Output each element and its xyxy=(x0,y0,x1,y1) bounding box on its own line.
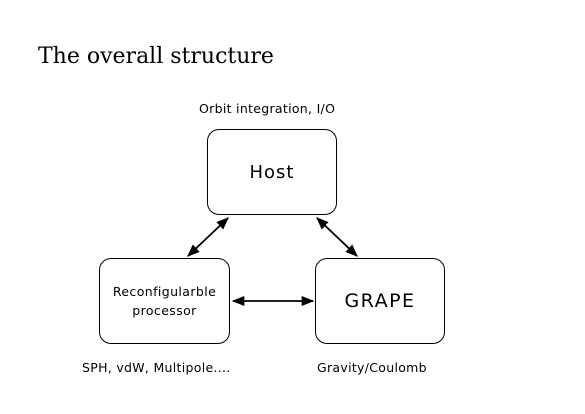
grape-node: GRAPE xyxy=(315,258,445,344)
grape-label: GRAPE xyxy=(344,290,416,312)
reconfigurable-processor-label: Reconfigularble processor xyxy=(112,284,217,318)
slide-title: The overall structure xyxy=(38,44,274,69)
arrow-host-reconfigurable xyxy=(187,217,229,257)
arrow-host-grape xyxy=(316,217,358,257)
reconfigurable-processor-annotation: SPH, vdW, Multipole.... xyxy=(82,360,231,375)
host-label: Host xyxy=(249,161,295,183)
host-node: Host xyxy=(207,129,337,215)
grape-annotation: Gravity/Coulomb xyxy=(317,360,427,375)
reconfigurable-processor-node: Reconfigularble processor xyxy=(99,258,230,344)
host-annotation: Orbit integration, I/O xyxy=(199,101,336,116)
